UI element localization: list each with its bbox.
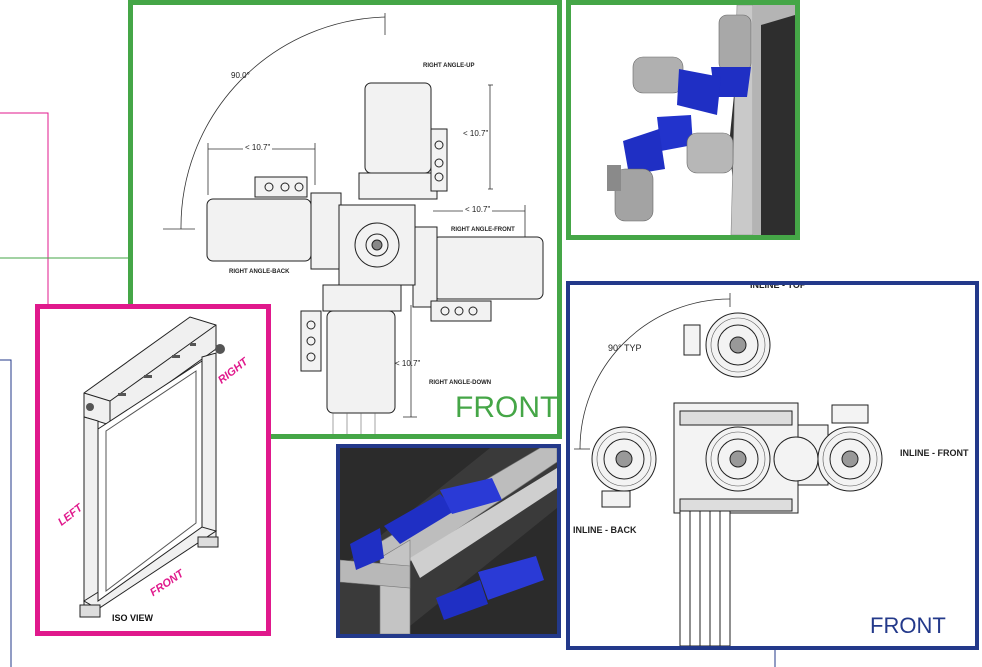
right-angle-down-label: RIGHT ANGLE-DOWN	[429, 380, 492, 386]
right-angle-back-label: RIGHT ANGLE-BACK	[229, 269, 290, 275]
right-angle-render-image	[571, 5, 795, 235]
dim-top-label: < 10.7"	[463, 129, 489, 138]
inline-render-image	[340, 448, 557, 634]
inline-top-label: INLINE - TOP	[750, 281, 806, 290]
inline-angle-label: 90° TYP	[608, 343, 642, 353]
front-drawing-svg	[163, 13, 544, 434]
inline-front-label: INLINE - FRONT	[900, 448, 969, 458]
inline-drawing-panel: INLINE - TOP 90° TYP INLINE - FRONT INLI…	[566, 281, 979, 650]
iso-view-panel: RIGHT LEFT FRONT ISO VIEW	[35, 304, 271, 636]
dim-right-label: < 10.7"	[463, 205, 493, 214]
angle-label: 90.0°	[231, 71, 250, 80]
iso-view-label: ISO VIEW	[112, 613, 154, 623]
right-angle-render-panel	[566, 0, 800, 240]
inline-front-big-label: FRONT	[870, 613, 946, 638]
inline-render-panel	[336, 444, 561, 638]
right-angle-front-label: RIGHT ANGLE-FRONT	[451, 227, 515, 233]
inline-back-label: INLINE - BACK	[572, 525, 638, 535]
dim-bottom-label: < 10.7"	[395, 359, 421, 368]
right-angle-up-label: RIGHT ANGLE-UP	[423, 63, 475, 69]
inline-drawing-svg	[574, 293, 883, 646]
dim-left-label: < 10.7"	[243, 143, 273, 152]
iso-frame-image	[79, 316, 225, 618]
front-label: FRONT	[455, 391, 559, 424]
